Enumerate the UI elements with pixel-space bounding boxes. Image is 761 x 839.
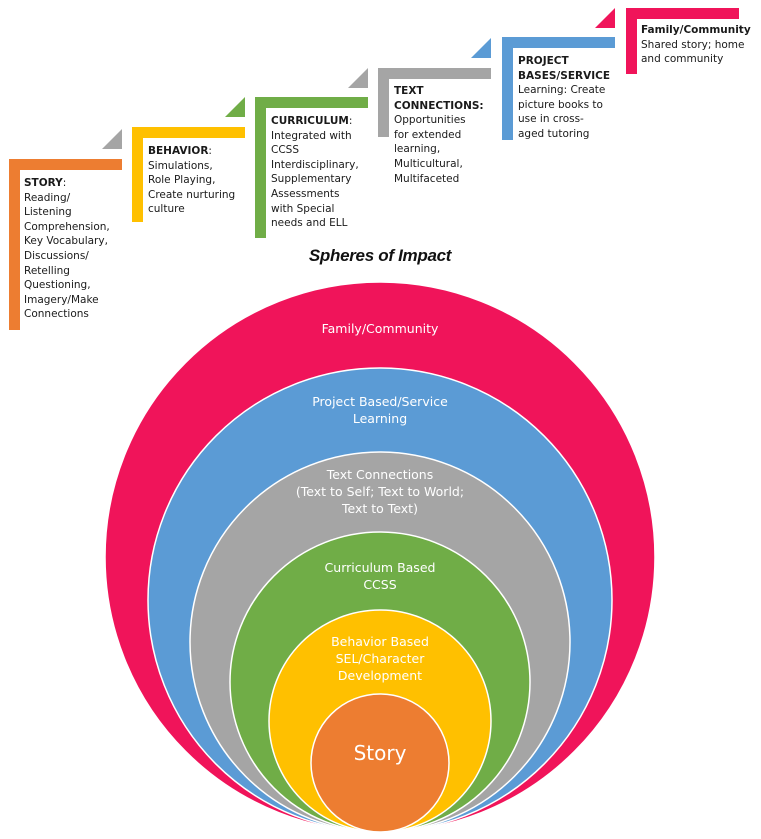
step-arrow-text-connections: [348, 68, 368, 88]
step-story-line: Listening: [24, 206, 72, 219]
step-text-connections-line: Opportunities: [394, 114, 466, 127]
step-project-line: aged tutoring: [518, 127, 590, 140]
sphere-story: [310, 693, 450, 833]
step-bracket-curriculum: [255, 97, 368, 238]
step-curriculum-line: Integrated with: [271, 129, 352, 142]
step-story-line: Connections: [24, 308, 89, 321]
sphere-label-story: Story: [353, 741, 407, 765]
step-text-connections-text: TEXT CONNECTIONS: Opportunities for exte…: [394, 84, 499, 186]
step-story-line: Imagery/Make: [24, 293, 99, 306]
step-text-connections-line: for extended: [394, 128, 462, 141]
step-story-line: Discussions/: [24, 249, 89, 262]
step-project-text: PROJECT BASES/SERVICE Learning: Create p…: [518, 54, 626, 142]
step-bracket-text-connections: [378, 68, 491, 137]
step-behavior-line: Create nurturing: [148, 188, 236, 201]
step-story-line: Key Vocabulary,: [24, 235, 108, 248]
step-behavior-line: Role Playing,: [148, 174, 216, 187]
step-arrow-project: [471, 38, 491, 58]
step-text-connections-line: learning,: [394, 143, 441, 156]
step-curriculum-line: Interdisciplinary,: [271, 158, 359, 171]
sphere-label-curriculum: Curriculum Based CCSS: [324, 560, 436, 592]
step-project-line: Learning: Create: [518, 84, 606, 97]
sphere-label-family: Family/Community: [321, 321, 439, 336]
step-family-line: Shared story; home: [641, 38, 745, 51]
step-curriculum-line: with Special: [271, 202, 335, 215]
step-project-line: use in cross-: [518, 113, 584, 126]
step-story-text: STORY: Reading/ Listening Comprehension,…: [24, 176, 124, 322]
step-curriculum-line: Assessments: [271, 187, 340, 200]
step-behavior-text: BEHAVIOR: Simulations, Role Playing, Cre…: [148, 144, 253, 217]
sphere-label-behavior: Behavior Based SEL/Character Development: [331, 634, 429, 683]
step-arrow-behavior: [102, 129, 122, 149]
step-curriculum-line: Supplementary: [271, 173, 352, 186]
step-curriculum-text: CURRICULUM: Integrated with CCSS Interdi…: [271, 114, 376, 231]
sphere-label-text-connections: Text Connections (Text to Self; Text to …: [295, 467, 465, 516]
step-curriculum-line: CCSS: [271, 144, 299, 157]
step-family-text: Family/Community Shared story; home and …: [641, 23, 756, 67]
step-curriculum-line: needs and ELL: [271, 217, 348, 230]
step-text-connections-line: Multicultural,: [394, 157, 463, 170]
step-story-line: Reading/: [24, 191, 71, 204]
step-story-line: Comprehension,: [24, 220, 110, 233]
step-family-line: and community: [641, 53, 724, 66]
step-arrow-family: [595, 8, 615, 28]
step-bracket-project: [502, 37, 615, 140]
step-behavior-line: culture: [148, 203, 185, 216]
sphere-label-project: Project Based/Service Learning: [312, 394, 448, 426]
step-story-line: Retelling: [24, 264, 70, 277]
step-behavior-line: Simulations,: [148, 159, 213, 172]
step-arrow-curriculum: [225, 97, 245, 117]
step-text-connections-line: Multifaceted: [394, 172, 460, 185]
step-project-line: picture books to: [518, 98, 603, 111]
step-bracket-family: [626, 8, 739, 74]
step-bracket-behavior: [132, 127, 245, 222]
step-story-line: Questioning,: [24, 279, 91, 292]
diagram-title: Spheres of Impact: [308, 246, 452, 265]
step-bracket-story: [9, 159, 122, 330]
